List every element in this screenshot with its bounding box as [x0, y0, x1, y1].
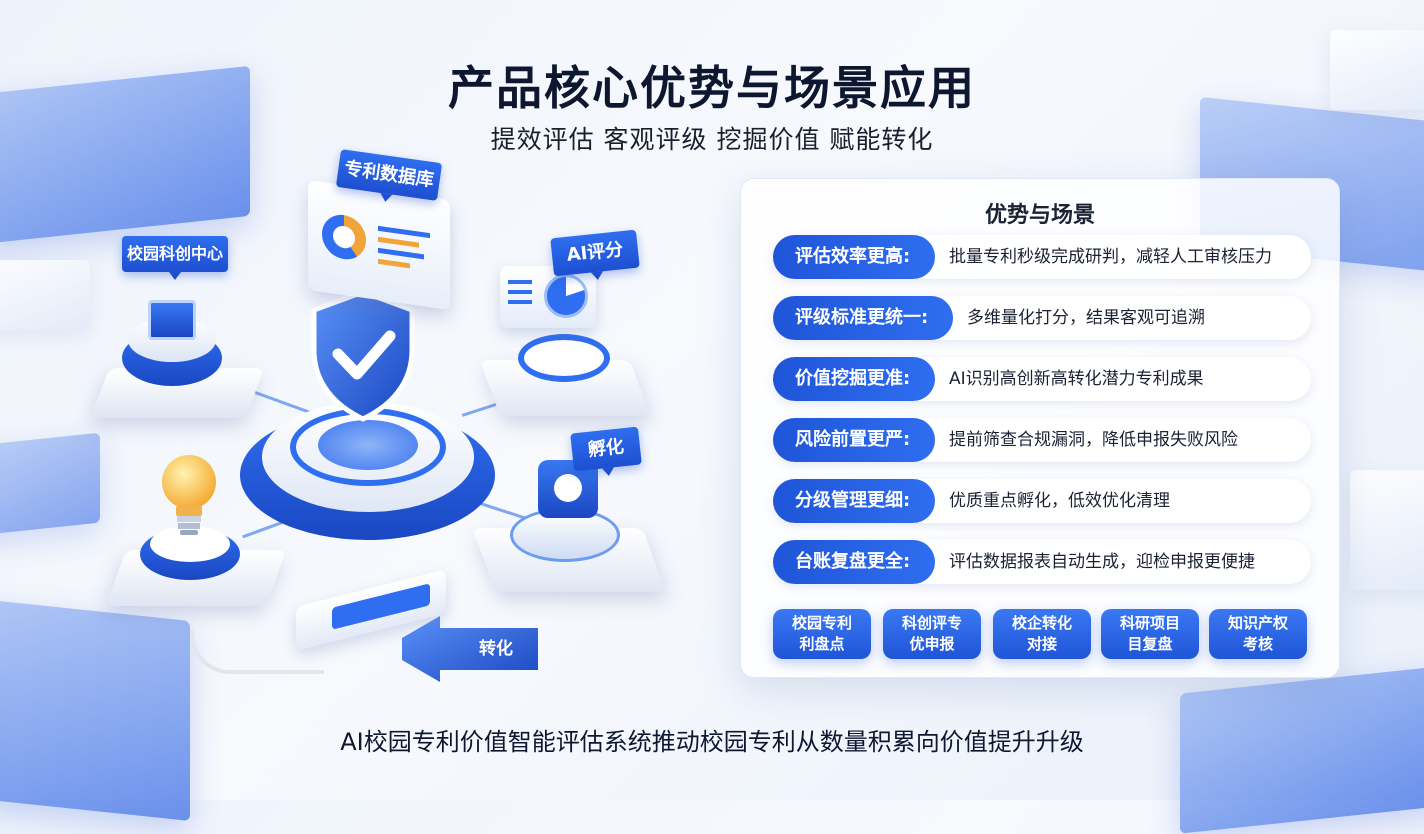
lightbulb-icon: [162, 455, 216, 535]
scenario-tag-line: 对接: [1026, 635, 1057, 653]
advantage-badge: 评级标准更统一:: [773, 296, 953, 340]
scenario-tag: 校企转化 对接: [993, 609, 1091, 659]
cable: [190, 630, 324, 674]
label-incubate: 孵化: [570, 426, 642, 472]
advantage-row: 评估效率更高: 批量专利秒级完成研判，减轻人工审核压力: [773, 235, 1311, 279]
bg-tile-left-mid: [0, 260, 90, 330]
scenario-tag-line: 利盘点: [799, 635, 845, 653]
central-platform-inner: [318, 420, 418, 470]
donut-chart-icon: [322, 211, 366, 263]
bg-tile-right-top: [1330, 30, 1424, 110]
scenario-tag-line: 考核: [1242, 635, 1273, 653]
advantage-row: 台账复盘更全: 评估数据报表自动生成，迎检申报更便捷: [773, 540, 1311, 584]
scenario-tag: 校园专利 利盘点: [773, 609, 871, 659]
label-ai-score: AI评分: [550, 229, 640, 277]
pie-icon: [544, 274, 588, 318]
scenario-tag-line: 科创评专: [901, 614, 962, 632]
scenario-tag-line: 科研项目: [1119, 614, 1180, 632]
advantage-badge: 评估效率更高:: [773, 235, 935, 279]
advantage-desc: 优质重点孵化，低效优化清理: [949, 491, 1170, 511]
scenario-tag-line: 校企转化: [1011, 614, 1072, 632]
bg-tile-bottom-left: [0, 598, 190, 822]
shield-icon: [311, 289, 415, 422]
list-icon: [508, 280, 532, 304]
scenario-tag: 知识产权 考核: [1209, 609, 1307, 659]
scenario-tag-line: 优申报: [909, 635, 955, 653]
advantages-panel: 优势与场景 评估效率更高: 批量专利秒级完成研判，减轻人工审核压力 评级标准更统…: [740, 178, 1340, 678]
label-campus-center: 校园科创中心: [122, 236, 228, 280]
panel-title: 优势与场景: [984, 203, 1095, 228]
advantage-desc: 评估数据报表自动生成，迎检申报更便捷: [949, 552, 1255, 572]
page-subtitle: 提效评估 客观评级 挖掘价值 赋能转化: [490, 125, 934, 154]
scenario-tag-line: 知识产权: [1227, 614, 1288, 632]
bg-tile-right-mid: [1350, 470, 1424, 590]
bar-lines-icon: [378, 225, 436, 272]
ai-score-card: [500, 266, 596, 328]
advantage-row: 评级标准更统一: 多维量化打分，结果客观可追溯: [773, 296, 1311, 340]
label-transform: 转化: [479, 639, 513, 659]
bg-tile-left-low: [0, 432, 100, 538]
advantage-desc: 批量专利秒级完成研判，减轻人工审核压力: [949, 247, 1272, 267]
advantage-badge: 风险前置更严:: [773, 418, 935, 462]
arrow-icon: [402, 616, 538, 682]
advantage-desc: 多维量化打分，结果客观可追溯: [967, 308, 1205, 328]
advantage-desc: 提前筛查合规漏洞，降低申报失败风险: [949, 430, 1238, 450]
scenario-tag-line: 校园专利: [791, 614, 852, 632]
advantage-row: 价值挖掘更准: AI识别高创新高转化潜力专利成果: [773, 357, 1311, 401]
advantage-badge: 分级管理更细:: [773, 479, 935, 523]
advantage-badge: 台账复盘更全:: [773, 540, 935, 584]
scenario-tag: 科创评专 优申报: [883, 609, 981, 659]
footer-text: AI校园专利价值智能评估系统推动校园专利从数量积累向价值提升升级: [340, 728, 1084, 756]
advantage-row: 风险前置更严: 提前筛查合规漏洞，降低申报失败风险: [773, 418, 1311, 462]
ai-score-pedestal: [518, 334, 610, 382]
advantage-desc: AI识别高创新高转化潜力专利成果: [949, 369, 1204, 389]
advantage-row: 分级管理更细: 优质重点孵化，低效优化清理: [773, 479, 1311, 523]
advantage-badge: 价值挖掘更准:: [773, 357, 935, 401]
scenario-tag-line: 目复盘: [1127, 635, 1173, 653]
page-title: 产品核心优势与场景应用: [448, 61, 976, 115]
chip-icon: [148, 300, 196, 340]
scenario-tag: 科研项目 目复盘: [1101, 609, 1199, 659]
